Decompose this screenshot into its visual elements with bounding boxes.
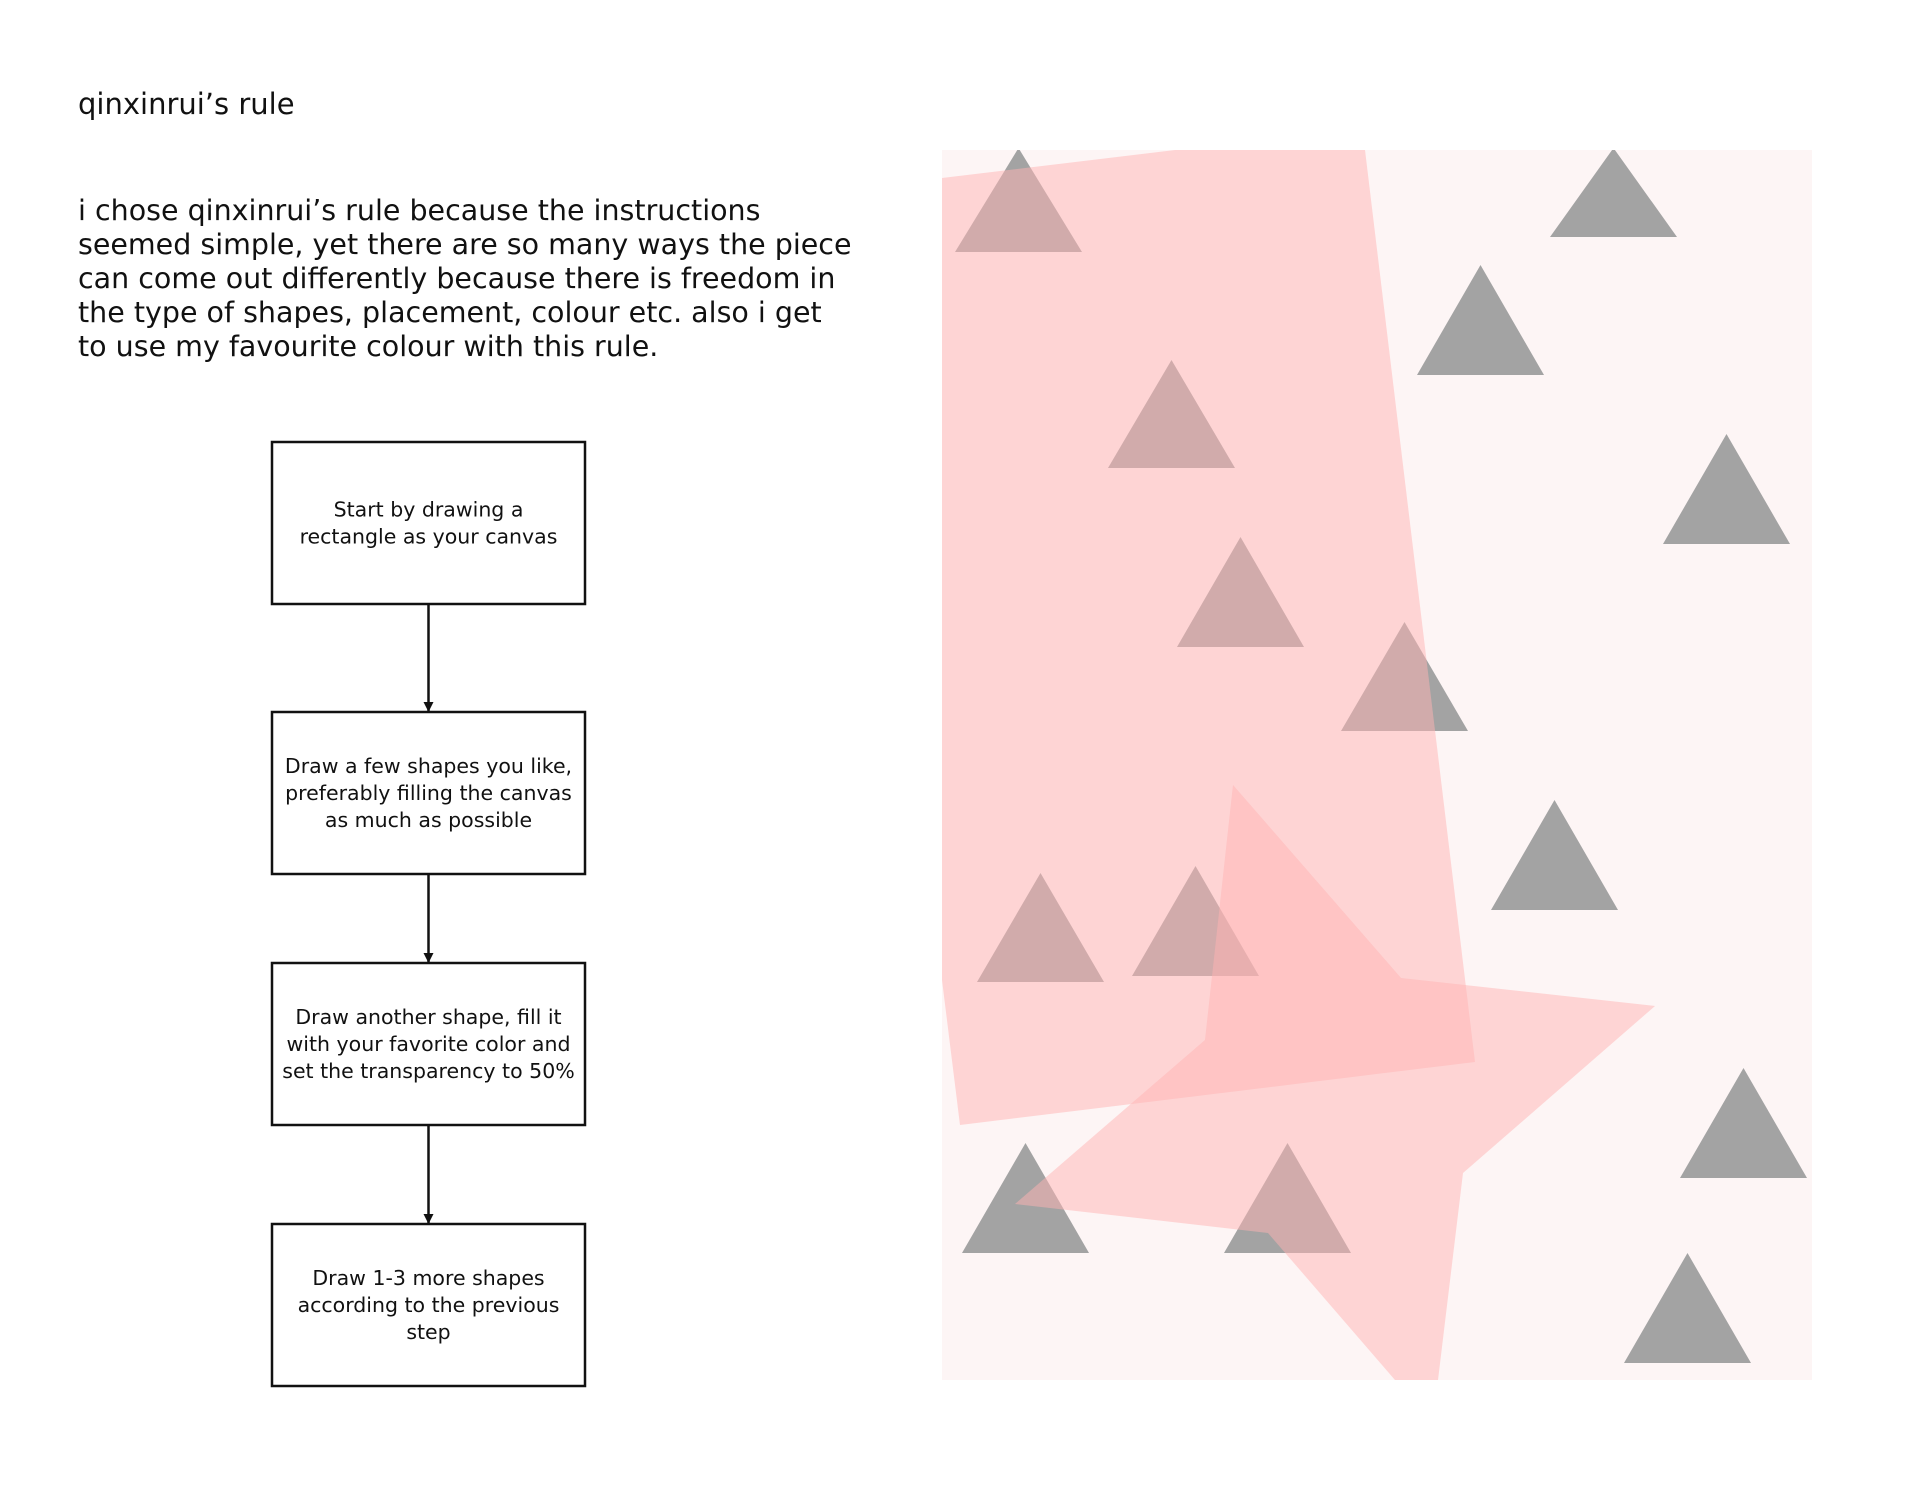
flow-step: Draw another shape, fill it with your fav… bbox=[270, 961, 587, 1127]
flow-step-text: rectangle as your canvas bbox=[300, 525, 558, 549]
flow-step-text: with your favorite color and bbox=[287, 1032, 571, 1056]
flow-step-box bbox=[270, 1222, 587, 1388]
intro-line: to use my favourite colour with this rul… bbox=[78, 330, 659, 363]
flow-step-text: according to the previous bbox=[298, 1293, 560, 1317]
flow-step: Start by drawing a rectangle as your canv… bbox=[270, 440, 587, 606]
flow-step-text: as much as possible bbox=[325, 808, 532, 832]
intro-line: seemed simple, yet there are so many way… bbox=[78, 228, 852, 261]
triangle-shape bbox=[1680, 1068, 1807, 1178]
intro-line: i chose qinxinrui’s rule because the ins… bbox=[78, 194, 761, 227]
flowchart: Start by drawing a rectangle as your canv… bbox=[270, 440, 587, 1388]
page-title: qinxinrui’s rule bbox=[78, 87, 295, 121]
overlay-star bbox=[1015, 785, 1655, 1380]
triangle-shape bbox=[1491, 800, 1618, 910]
flow-step-box bbox=[270, 440, 587, 606]
flow-step-text: Start by drawing a bbox=[334, 498, 524, 522]
intro-paragraph: i chose qinxinrui’s rule because the ins… bbox=[78, 194, 852, 364]
triangle-shape bbox=[1663, 434, 1790, 544]
overlay-quadrilateral bbox=[942, 150, 1475, 1125]
flow-step: Draw a few shapes you like, preferably fi… bbox=[270, 710, 587, 876]
flow-step-box bbox=[270, 961, 587, 1127]
triangle-shape bbox=[1624, 1253, 1751, 1363]
flow-step-text: Draw 1-3 more shapes bbox=[312, 1266, 544, 1290]
intro-line: can come out differently because there i… bbox=[78, 262, 836, 295]
flow-step-text: Draw another shape, fill it bbox=[295, 1005, 561, 1029]
flow-step-text: Draw a few shapes you like, bbox=[285, 754, 572, 778]
flow-step-text: step bbox=[406, 1320, 450, 1344]
triangle-shape bbox=[1550, 150, 1677, 237]
flow-step-text: preferably filling the canvas bbox=[285, 781, 572, 805]
flow-step: Draw 1-3 more shapes according to the pre… bbox=[270, 1222, 587, 1388]
flow-step-text: set the transparency to 50% bbox=[282, 1059, 574, 1083]
flow-step-box bbox=[270, 710, 587, 876]
intro-line: the type of shapes, placement, colour et… bbox=[78, 296, 822, 329]
triangle-shape bbox=[1417, 265, 1544, 375]
